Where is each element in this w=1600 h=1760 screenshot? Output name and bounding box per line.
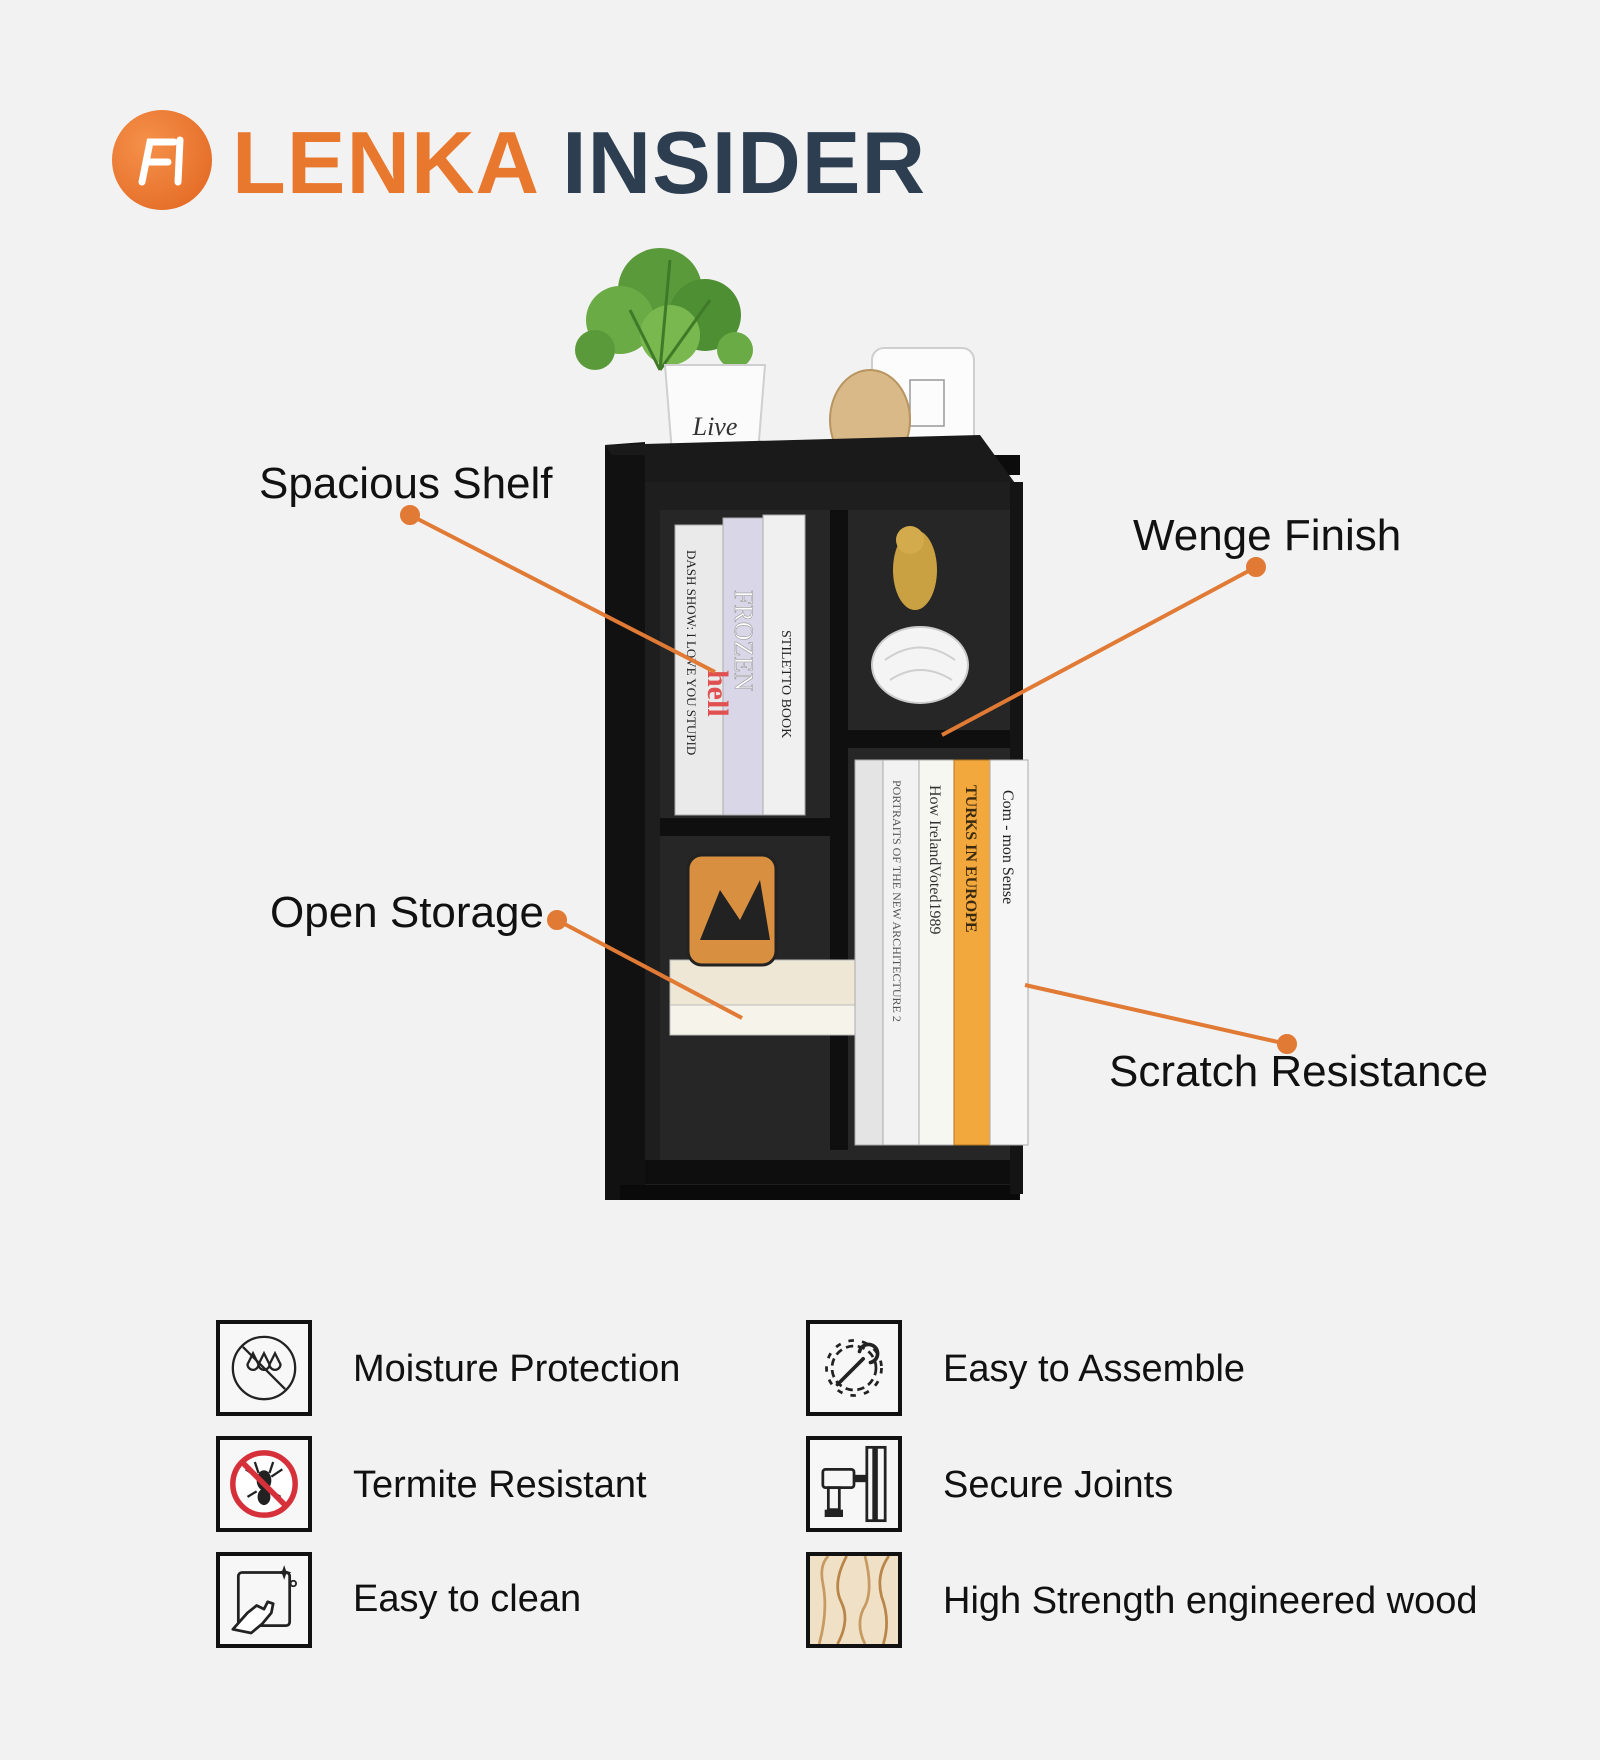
brand-logo-icon	[112, 110, 212, 210]
plant-decoration: Live	[575, 248, 767, 479]
brand-name-part1: LENKA	[232, 113, 541, 212]
book-spine-e: How IrelandVoted1989	[926, 785, 943, 934]
book-spine-a-big: hell	[701, 670, 734, 717]
feature-label-assemble: Easy to Assemble	[943, 1348, 1246, 1390]
book-spine-a: DASH SHOW: I LOVE YOU STUPID	[684, 550, 699, 755]
no-termite-icon	[216, 1436, 312, 1532]
bookshelf-product-image: Live DASH SHOW: I LOVE YOU STUPID hell F…	[575, 248, 1029, 1200]
book-spine-c: STILETTO BOOK	[778, 630, 793, 738]
wipe-hand-icon	[216, 1552, 312, 1648]
water-drops-icon	[216, 1320, 312, 1416]
books-top-left: DASH SHOW: I LOVE YOU STUPID hell FROZEN…	[674, 514, 806, 816]
callout-scratch-resistance: Scratch Resistance	[1109, 1047, 1489, 1096]
drill-icon	[806, 1436, 902, 1532]
gear-wrench-icon	[806, 1320, 902, 1416]
callout-open-storage: Open Storage	[270, 888, 544, 937]
books-bottom-right: PORTRAITS OF THE NEW ARCHITECTURE 2 How …	[854, 759, 1029, 1146]
book-spine-f: TURKS IN EUROPE	[962, 785, 979, 933]
callout-wenge-finish: Wenge Finish	[1133, 511, 1402, 560]
callout-spacious-shelf: Spacious Shelf	[259, 459, 553, 508]
book-spine-g: Com - mon Sense	[999, 790, 1016, 904]
plant-pot-text: Live	[692, 412, 738, 441]
book-spine-b: FROZEN	[729, 590, 758, 691]
feature-label-termite: Termite Resistant	[353, 1464, 647, 1506]
feature-label-moisture: Moisture Protection	[353, 1348, 681, 1390]
feature-label-wood: High Strength engineered wood	[943, 1580, 1478, 1622]
feature-label-joints: Secure Joints	[943, 1464, 1174, 1506]
wood-grain-icon	[806, 1552, 902, 1648]
feature-label-clean: Easy to clean	[353, 1578, 582, 1620]
brand-name-part2: INSIDER	[562, 113, 927, 212]
book-spine-d: PORTRAITS OF THE NEW ARCHITECTURE 2	[890, 780, 904, 1022]
